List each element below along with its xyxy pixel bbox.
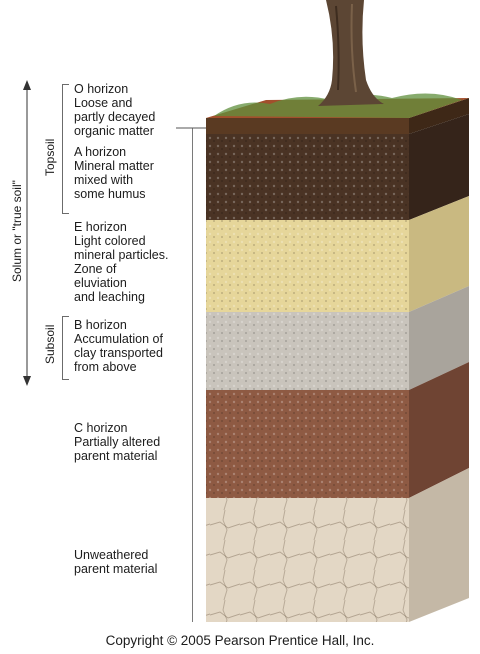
- tree-trunk: [318, 0, 384, 106]
- topsoil-bracket: [62, 84, 69, 214]
- c-horizon-label: C horizon Partially altered parent mater…: [74, 421, 161, 463]
- a-horizon-label: A horizon Mineral matter mixed with some…: [74, 145, 154, 201]
- horizon-connector-line: [192, 128, 193, 622]
- subsoil-bracket: [62, 316, 69, 380]
- o-horizon-label: O horizon Loose and partly decayed organ…: [74, 82, 156, 138]
- e-horizon-label: E horizon Light colored mineral particle…: [74, 220, 169, 304]
- o-horizon-layer: [206, 118, 409, 134]
- copyright-notice: Copyright © 2005 Pearson Prentice Hall, …: [105, 633, 375, 648]
- b-horizon-label: B horizon Accumulation of clay transport…: [74, 318, 163, 374]
- unweathered-parent-material-label: Unweathered parent material: [74, 548, 158, 576]
